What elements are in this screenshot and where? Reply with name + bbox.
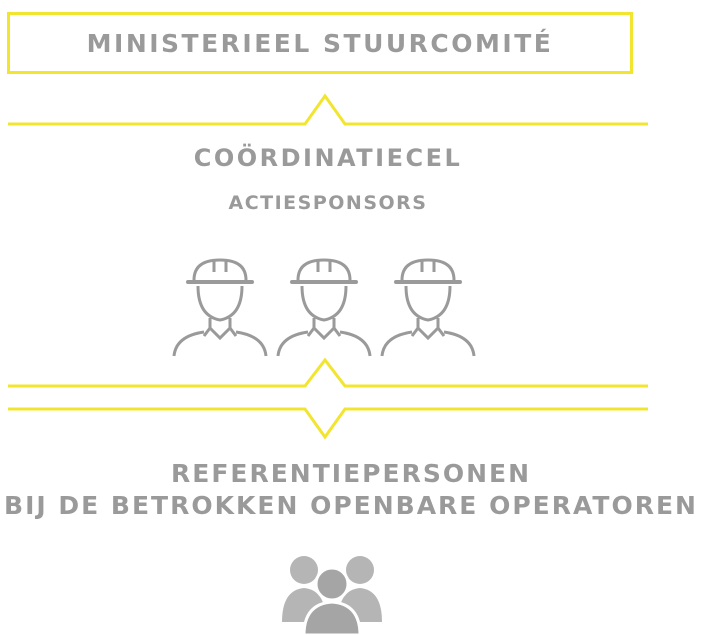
ministerial-committee-box: MINISTERIEEL STUURCOMITÉ [7,12,633,74]
worker-icon-1 [172,258,268,358]
up-arrow-connector-middle [8,357,648,388]
people-group-icon [282,556,382,635]
coordination-cell-title: COÖRDINATIECEL [193,144,463,172]
up-arrow-connector-top [8,93,648,126]
down-arrow-connector [8,407,648,440]
worker-icon-2 [276,258,372,358]
action-sponsors-workers [172,258,476,358]
reference-persons-line2: BIJ DE BETROKKEN OPENBARE OPERATOREN [4,491,698,520]
reference-persons-line1: REFERENTIEPERSONEN [171,459,531,488]
ministerial-committee-title: MINISTERIEEL STUURCOMITÉ [86,28,554,58]
action-sponsors-subtitle: ACTIESPONSORS [228,192,428,214]
reference-persons-title: REFERENTIEPERSONEN BIJ DE BETROKKEN OPEN… [0,458,702,522]
worker-icon-3 [380,258,476,358]
